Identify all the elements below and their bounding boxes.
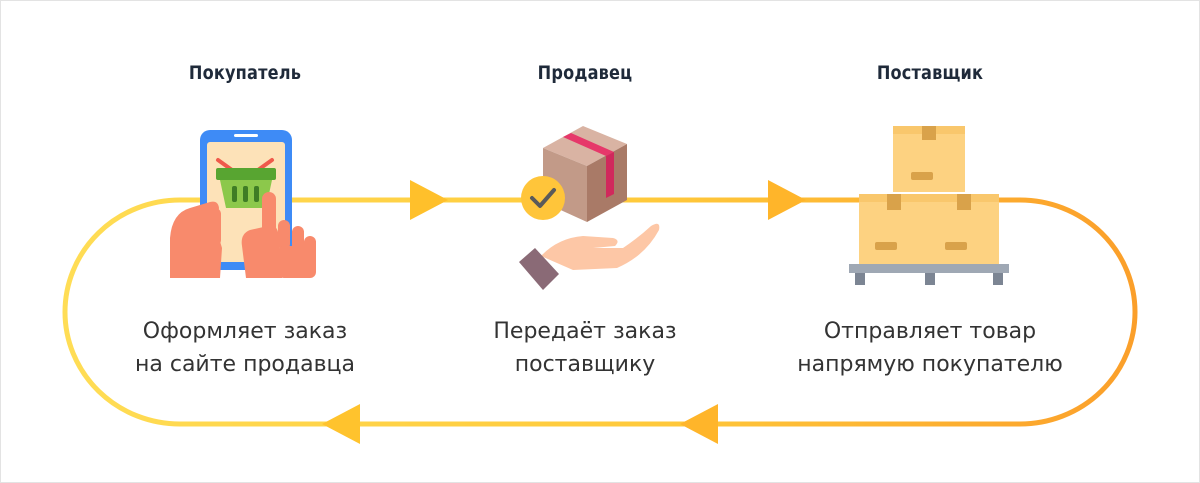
arrow-left-1: [680, 404, 718, 444]
step-description: Отправляет товар напрямую покупателю: [750, 315, 1110, 381]
step-description-line: напрямую покупателю: [797, 352, 1063, 377]
arrow-left-2: [322, 404, 360, 444]
boxes-on-pallet-icon: [849, 126, 1009, 285]
package-in-hand-icon: [519, 126, 660, 290]
step-title: Покупатель: [188, 62, 302, 84]
smartphone-shopping-basket-icon: [170, 130, 316, 278]
step-description-line: Передаёт заказ: [493, 319, 677, 344]
step-description-line: Оформляет заказ: [142, 319, 348, 344]
step-description: Оформляет заказ на сайте продавца: [65, 315, 425, 381]
flow-path: [62, 197, 1138, 427]
arrow-right-1: [410, 180, 448, 220]
arrow-right-2: [768, 180, 806, 220]
step-title: Поставщик: [876, 62, 984, 84]
step-description-line: Отправляет товар: [823, 319, 1037, 344]
step-title: Продавец: [537, 62, 633, 84]
step-description-line: на сайте продавца: [135, 352, 355, 377]
step-description-line: поставщику: [514, 352, 656, 377]
step-description: Передаёт заказ поставщику: [405, 315, 765, 381]
